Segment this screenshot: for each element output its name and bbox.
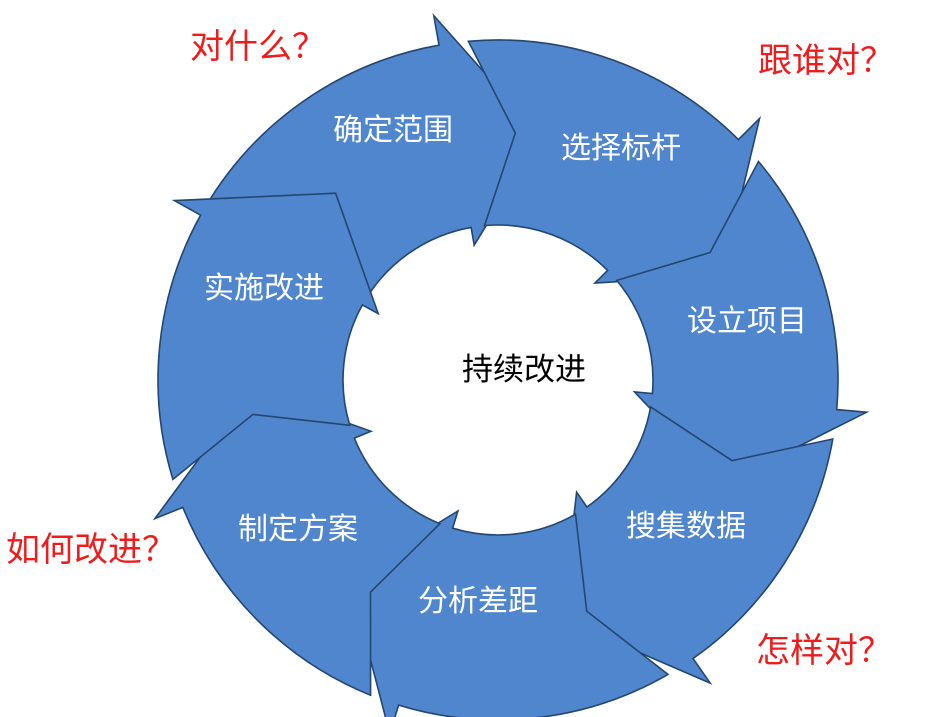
- step-define-scope: 确定范围: [333, 113, 453, 148]
- question-how-compare: 怎样对？: [756, 631, 892, 671]
- segment-select-benchmark: [467, 39, 762, 285]
- segment-define-scope: [202, 12, 542, 304]
- question-what: 对什么？: [190, 27, 326, 67]
- step-make-plan: 制定方案: [238, 512, 358, 547]
- center-label: 持续改进: [462, 352, 586, 388]
- step-analyze-gap: 分析差距: [418, 584, 538, 619]
- question-how-improve: 如何改进？: [6, 530, 176, 570]
- step-collect-data: 搜集数据: [626, 509, 746, 544]
- step-set-project: 设立项目: [687, 304, 807, 339]
- step-implement: 实施改进: [204, 271, 324, 306]
- segment-make-plan: [152, 387, 442, 697]
- segment-collect-data: [561, 405, 834, 685]
- step-select-benchmark: 选择标杆: [561, 131, 681, 166]
- question-who: 跟谁对？: [758, 41, 894, 81]
- segment-implement: [157, 192, 380, 481]
- segment-analyze-gap: [348, 509, 670, 717]
- segment-set-project: [615, 160, 870, 486]
